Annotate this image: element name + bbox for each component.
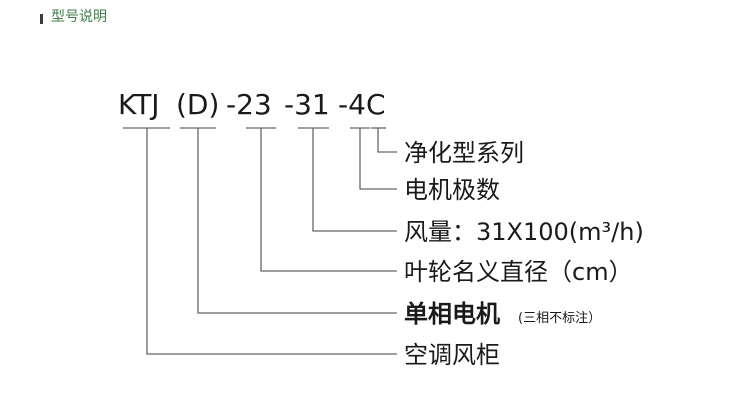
leader-purify [377,128,397,153]
section-header: 型号说明 [40,6,107,26]
leader-series [146,128,397,355]
legend-series: 空调风柜 [404,341,500,369]
code-part-series: KTJ [118,88,160,121]
code-part-airflow: -31 [284,88,330,121]
legend-poles: 电机极数 [404,176,500,204]
code-part-motor: (D) [176,88,219,121]
code-part-poles: -4 [338,88,366,121]
leader-airflow [312,128,397,232]
code-part-diameter: -23 [226,88,272,121]
legend-motor: 单相电机 [404,300,500,328]
header-marker [40,14,43,24]
legend-diameter: 叶轮名义直径（cm） [404,258,633,286]
section-title: 型号说明 [51,9,107,25]
legend-airflow: 风量：31X100(m³/h) [404,218,644,246]
code-part-purify: C [366,88,386,121]
legend-motor-note: (三相不标注） [518,311,601,326]
leader-diameter [260,128,397,272]
legend-purify: 净化型系列 [404,139,524,167]
leader-poles [359,128,397,190]
leader-motor [197,128,397,314]
